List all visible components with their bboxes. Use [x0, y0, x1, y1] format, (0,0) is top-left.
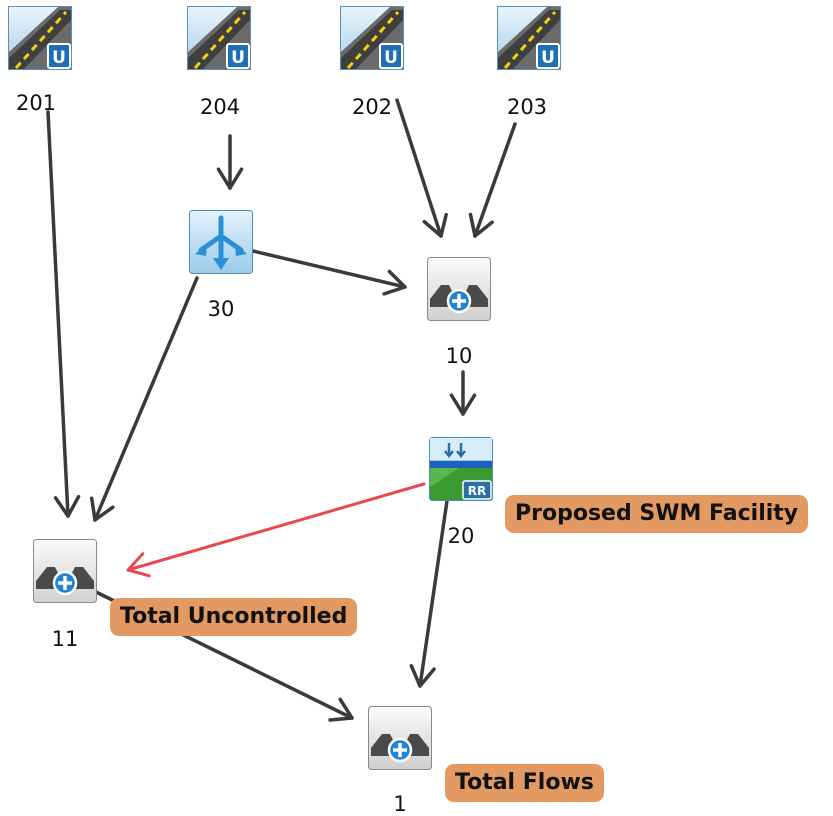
node-label-201: 201 — [15, 91, 57, 115]
node-30[interactable] — [189, 210, 253, 274]
arrowhead — [468, 212, 494, 238]
node-10[interactable] — [427, 257, 491, 321]
connector-203-to-10[interactable] — [468, 122, 517, 238]
node-20[interactable]: RR — [429, 437, 493, 501]
arrowhead — [422, 212, 448, 238]
connector-30-to-10[interactable] — [251, 249, 407, 296]
node-1[interactable] — [368, 706, 432, 770]
road-icon: U — [497, 6, 561, 70]
callout-total-uncontrolled: Total Uncontrolled — [110, 598, 358, 636]
svg-text:U: U — [231, 48, 245, 68]
diversion-icon — [189, 210, 253, 274]
svg-text:U: U — [384, 48, 398, 68]
node-202[interactable]: U — [340, 6, 404, 70]
node-label-204: 204 — [199, 95, 241, 119]
node-label-10: 10 — [445, 344, 473, 368]
connector-10-to-20[interactable] — [449, 370, 477, 416]
arrowhead — [382, 269, 407, 296]
connector-204-to-30[interactable] — [216, 134, 244, 190]
svg-text:U: U — [541, 48, 555, 68]
junction-icon — [368, 706, 432, 770]
connector-202-to-10[interactable] — [395, 98, 448, 238]
node-label-11: 11 — [51, 627, 79, 651]
connector-201-to-11[interactable] — [46, 110, 81, 518]
road-icon: U — [187, 6, 251, 70]
node-204[interactable]: U — [187, 6, 251, 70]
arrowhead — [126, 552, 151, 578]
connector-30-to-11[interactable] — [89, 276, 199, 522]
node-label-202: 202 — [351, 95, 393, 119]
svg-text:U: U — [52, 48, 66, 68]
callout-proposed-swm-facility: Proposed SWM Facility — [505, 495, 809, 533]
connector-20-to-1[interactable] — [409, 492, 450, 688]
arrowhead — [449, 393, 477, 416]
svg-text:RR: RR — [468, 484, 486, 498]
node-11[interactable] — [33, 539, 97, 603]
node-label-1: 1 — [393, 792, 407, 816]
reservoir-icon: RR — [429, 437, 493, 501]
arrowhead — [328, 697, 354, 722]
node-203[interactable]: U — [497, 6, 561, 70]
node-label-203: 203 — [506, 95, 548, 119]
arrowhead — [216, 167, 244, 190]
road-icon: U — [8, 6, 72, 70]
arrowhead — [409, 664, 436, 688]
node-label-20: 20 — [447, 524, 475, 548]
arrowhead — [89, 496, 115, 522]
callout-total-flows: Total Flows — [445, 764, 604, 802]
node-201[interactable]: U — [8, 6, 72, 70]
junction-icon — [427, 257, 491, 321]
junction-icon — [33, 539, 97, 603]
arrowhead — [53, 494, 81, 518]
connector-20-to-11[interactable] — [126, 482, 426, 578]
node-label-30: 30 — [207, 297, 235, 321]
road-icon: U — [340, 6, 404, 70]
